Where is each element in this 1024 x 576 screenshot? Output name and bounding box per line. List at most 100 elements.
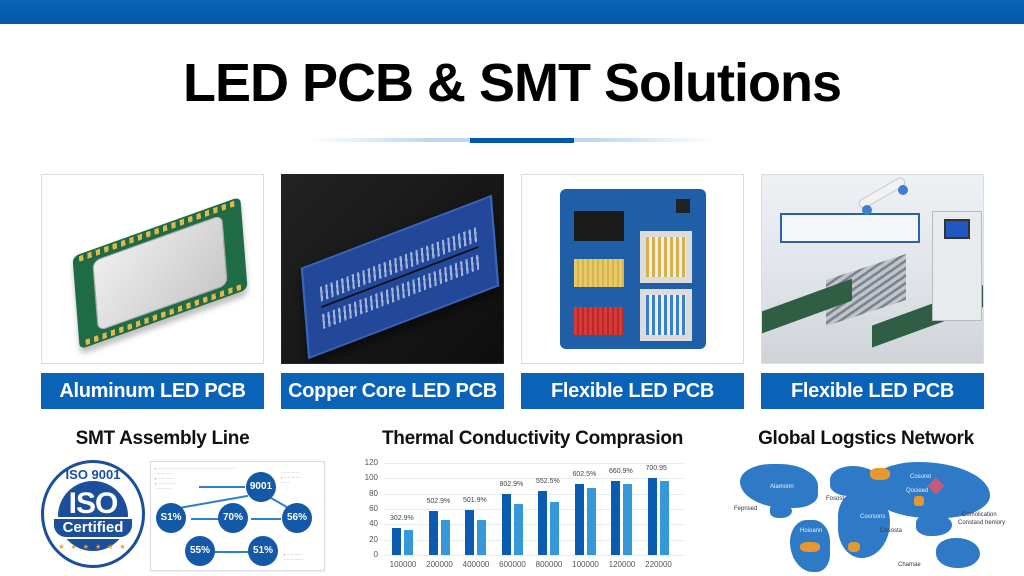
chart-bar: [550, 502, 559, 555]
pcb-yellow-block: [574, 259, 624, 287]
region-highlight: [870, 468, 890, 480]
y-axis-tick: 120: [364, 458, 378, 467]
flexible-pcb-board: [560, 189, 706, 349]
map-label: Cosoret: [910, 474, 932, 480]
chart-bar: [574, 484, 584, 555]
chart-bar: [659, 481, 669, 555]
x-axis-tick: 800000: [535, 560, 563, 569]
map-label: Chamae: [898, 562, 921, 568]
iso-ribbon: Certified: [52, 517, 134, 539]
chart-gridline: [384, 524, 684, 526]
region-highlight: [914, 496, 924, 506]
chart-bar: [538, 490, 547, 555]
chart-bar: [392, 528, 401, 555]
section-title-smt: SMT Assembly Line: [75, 428, 250, 449]
top-banner-bar: [0, 0, 1024, 24]
diagram-node: 55%: [185, 536, 215, 566]
arrow-connector: [213, 551, 253, 553]
title-divider-accent: [470, 137, 574, 143]
page-title: LED PCB & SMT Solutions: [183, 53, 842, 113]
product-label-aluminum: Aluminum LED PCB: [41, 373, 264, 409]
map-label: Comolication: [962, 512, 997, 518]
y-axis-tick: 40: [369, 519, 378, 529]
x-axis-tick: 120000: [608, 560, 636, 569]
chart-bar: [440, 519, 450, 555]
map-label: Cosrsons: [860, 514, 886, 520]
chart-bar: [586, 487, 596, 555]
chart-bar: [501, 493, 511, 555]
region-highlight: [800, 542, 820, 552]
pcb-display-block: [574, 211, 624, 241]
map-label: Constasd hemory: [958, 520, 1006, 526]
diagram-node: 70%: [218, 503, 248, 533]
product-image-aluminum-pcb: [41, 174, 264, 364]
product-image-flexible-pcb: [521, 174, 744, 364]
chart-data-label: 502.9%: [426, 497, 451, 505]
iso-process-diagram: ▪ ······································…: [150, 461, 325, 571]
chart-gridline: [384, 555, 684, 556]
pcb-chip: [676, 199, 690, 213]
product-label-flexible-2: Flexible LED PCB: [761, 373, 984, 409]
star-icon-row: ★ ★ ★ ★ ★ ★: [58, 544, 128, 551]
x-axis-tick: 100000: [572, 560, 599, 569]
chart-bar: [611, 481, 620, 555]
diagram-node: 51%: [248, 536, 278, 566]
x-axis-tick: 600000: [499, 560, 526, 569]
diagram-node: 9001: [246, 472, 276, 502]
product-image-copper-core-pcb: [281, 174, 504, 364]
y-axis-tick: 0: [373, 550, 378, 559]
map-label: Qocieed: [906, 488, 929, 494]
x-axis-tick: 400000: [462, 560, 490, 569]
chart-gridline: [384, 463, 684, 464]
robot-joint: [898, 185, 908, 195]
product-image-smt-line: [761, 174, 984, 364]
title-divider: [310, 137, 714, 143]
product-label-flexible: Flexible LED PCB: [521, 373, 744, 409]
central-america-shape: [770, 504, 792, 518]
chart-bar: [465, 509, 474, 555]
chart-data-label: 302.9%: [390, 515, 414, 523]
map-label: Fepnsed: [734, 506, 758, 512]
x-axis-tick: 100000: [389, 560, 417, 569]
x-axis-tick: 200000: [426, 560, 453, 569]
chart-gridline: [384, 478, 684, 480]
iso-big-text: ISO: [68, 487, 119, 520]
iso-certified-badge: ISO 9001 ISO Certified ★ ★ ★ ★ ★ ★: [41, 460, 145, 568]
chart-data-label: 552.5%: [536, 477, 560, 485]
arrow-connector: [191, 518, 221, 520]
product-label-copper-core: Copper Core LED PCB: [281, 373, 504, 409]
map-label: Alamonn: [770, 484, 794, 490]
chart-bar: [477, 519, 486, 555]
map-label: Cososta: [880, 528, 903, 534]
chart-data-label: 602.5%: [572, 471, 597, 479]
southeast-asia-shape: [916, 514, 952, 536]
robot-joint: [862, 205, 872, 215]
chart-data-label: 501.9%: [463, 496, 487, 504]
chart-bar: [404, 530, 413, 555]
arrow-connector: [199, 486, 245, 488]
section-title-logistics: Global Logstics Network: [758, 428, 974, 449]
pcb-red-block: [574, 307, 624, 335]
y-axis-tick: 60: [369, 504, 378, 513]
map-label: Hoioann: [800, 528, 823, 534]
section-title-thermal: Thermal Conductivity Comprasion: [381, 428, 684, 449]
region-highlight: [848, 542, 860, 552]
iso-ring-text: ISO 9001: [65, 467, 121, 482]
chart-data-label: 700.95: [645, 465, 667, 473]
console-screen: [944, 219, 970, 239]
y-axis-tick: 80: [369, 488, 378, 498]
chart-gridline: [384, 509, 684, 510]
diagram-note-text: ··············▪ ····················: [281, 470, 301, 485]
y-axis-tick: 20: [369, 534, 378, 544]
chart-bar: [647, 478, 657, 555]
chart-bar: [513, 503, 523, 555]
map-label: Fosost: [826, 496, 845, 502]
chart-data-label: 660.9%: [609, 468, 633, 476]
chart-bar: [623, 484, 632, 555]
copper-core-pcb-board: [300, 194, 500, 360]
gantry-frame: [780, 213, 920, 243]
chart-gridline: [384, 493, 684, 495]
chart-data-label: 802.9%: [499, 480, 524, 488]
diagram-node: 56%: [282, 503, 312, 533]
